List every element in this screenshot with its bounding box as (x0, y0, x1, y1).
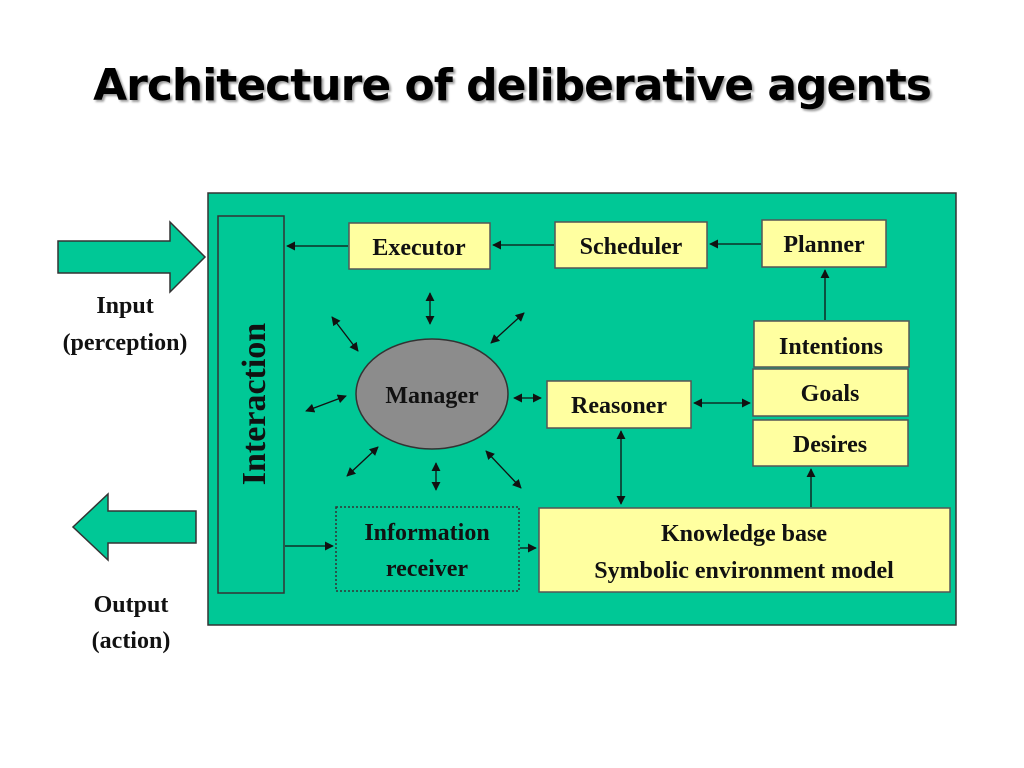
interaction-label: Interaction (236, 323, 273, 486)
input-label-line1: Input (96, 293, 153, 319)
radial-arrow-left (305, 394, 347, 413)
knowledge-base-line1: Knowledge base (661, 521, 827, 547)
radial-arrow-bottom-left (346, 446, 379, 477)
goals-label: Goals (801, 381, 860, 407)
goals-box (752, 368, 909, 417)
intentions-label: Intentions (779, 334, 883, 360)
output-arrow (71, 492, 197, 562)
reasoner-box (546, 380, 692, 429)
input-label-line2: (perception) (63, 330, 188, 356)
information-receiver-box (335, 506, 520, 592)
radial-arrow-bottom-right (485, 450, 522, 489)
scheduler-box (554, 221, 708, 269)
scheduler-label: Scheduler (580, 234, 683, 260)
radial-arrow-top-right (490, 312, 525, 344)
input-arrow (57, 220, 207, 294)
manager-ellipse (355, 338, 509, 450)
knowledge-base-box (538, 507, 951, 593)
output-label-line2: (action) (92, 628, 171, 654)
slide-title: Architecture of deliberative agents (93, 60, 932, 111)
executor-box (348, 222, 491, 270)
interaction-box (217, 215, 285, 594)
desires-box (752, 419, 909, 467)
planner-label: Planner (783, 232, 865, 258)
information-receiver-line1: Information (364, 520, 489, 546)
information-receiver-line2: receiver (386, 556, 468, 582)
knowledge-base-line2: Symbolic environment model (594, 558, 894, 584)
reasoner-label: Reasoner (571, 393, 667, 419)
desires-label: Desires (793, 432, 867, 458)
executor-label: Executor (372, 235, 466, 261)
manager-label: Manager (385, 383, 479, 409)
planner-box (761, 219, 887, 268)
radial-arrow-top-left (331, 316, 359, 352)
intentions-box (753, 320, 910, 368)
output-label-line1: Output (94, 592, 169, 618)
